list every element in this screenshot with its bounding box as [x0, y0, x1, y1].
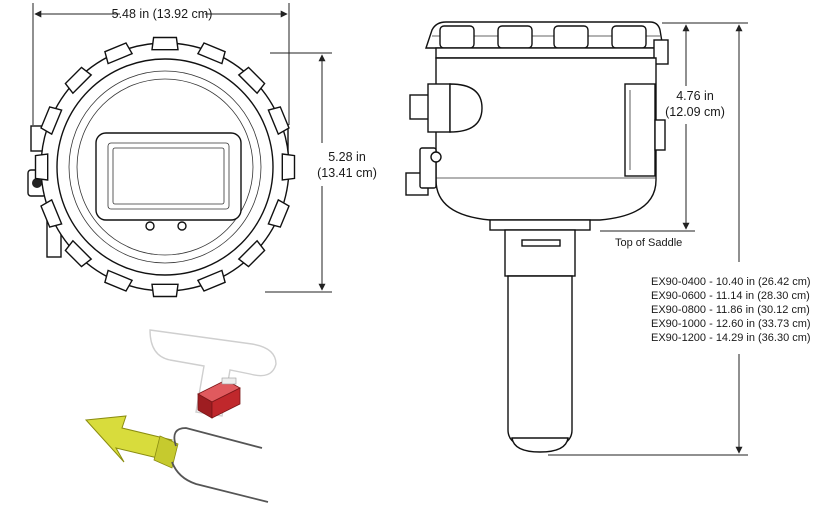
model-length-0600: EX90-0600 - 11.14 in (28.30 cm)	[651, 290, 810, 302]
ring-tooth	[281, 153, 296, 181]
model-length-1200: EX90-1200 - 14.29 in (36.30 cm)	[651, 332, 811, 344]
red-connector	[197, 377, 241, 419]
height-label-cm: (13.41 cm)	[317, 166, 377, 180]
ring-tooth	[64, 66, 93, 95]
ring-tooth	[104, 42, 134, 65]
ring-tooth	[151, 283, 179, 298]
saddle-height-cm: (12.09 cm)	[665, 105, 725, 119]
side-view: 4.76 in (12.09 cm) Top of Saddle EX90-04…	[405, 21, 811, 456]
overall-length-dimension: EX90-0400 - 10.40 in (26.42 cm) EX90-060…	[548, 24, 811, 456]
saddle-height-dimension: 4.76 in (12.09 cm) Top of Saddle	[600, 22, 748, 249]
ghost-bracket	[149, 329, 277, 417]
sensor-stem	[504, 229, 576, 453]
ring-tooth	[196, 42, 226, 65]
ring-tooth	[64, 239, 93, 268]
model-length-0400: EX90-0400 - 10.40 in (26.42 cm)	[651, 276, 811, 288]
button-right	[177, 221, 187, 231]
ring-tooth	[34, 153, 49, 181]
model-length-1000: EX90-1000 - 12.60 in (33.73 cm)	[651, 318, 811, 330]
height-dimension: 5.28 in (13.41 cm)	[265, 52, 377, 293]
model-length-list: EX90-0400 - 10.40 in (26.42 cm) EX90-060…	[651, 276, 811, 344]
button-left	[145, 221, 155, 231]
side-left-port	[405, 83, 483, 196]
side-body	[435, 57, 657, 231]
yellow-tag-clip	[153, 435, 179, 469]
ring-tooth	[237, 239, 266, 268]
accessory-parts	[84, 329, 277, 503]
ring-tooth	[104, 269, 134, 292]
ring-tooth	[196, 269, 226, 292]
height-label-in: 5.28 in	[328, 150, 366, 164]
width-label: 5.48 in (13.92 cm)	[112, 7, 213, 21]
side-right-bracket	[624, 83, 666, 177]
saddle-label: Top of Saddle	[615, 237, 682, 249]
ring-tooth	[40, 198, 63, 228]
side-lid	[425, 21, 669, 65]
ring-tooth	[237, 66, 266, 95]
display-window	[95, 132, 242, 221]
ring-tooth	[267, 106, 290, 136]
front-view: 5.48 in (13.92 cm) 5.28 in (13.41 cm)	[27, 3, 377, 298]
ring-tooth	[40, 106, 63, 136]
ring-tooth	[267, 198, 290, 228]
saddle-height-in: 4.76 in	[676, 89, 714, 103]
model-length-0800: EX90-0800 - 11.86 in (30.12 cm)	[651, 304, 810, 316]
width-dimension: 5.48 in (13.92 cm)	[32, 3, 290, 125]
wire-prongs	[171, 427, 269, 503]
ring-tooth	[151, 36, 179, 51]
